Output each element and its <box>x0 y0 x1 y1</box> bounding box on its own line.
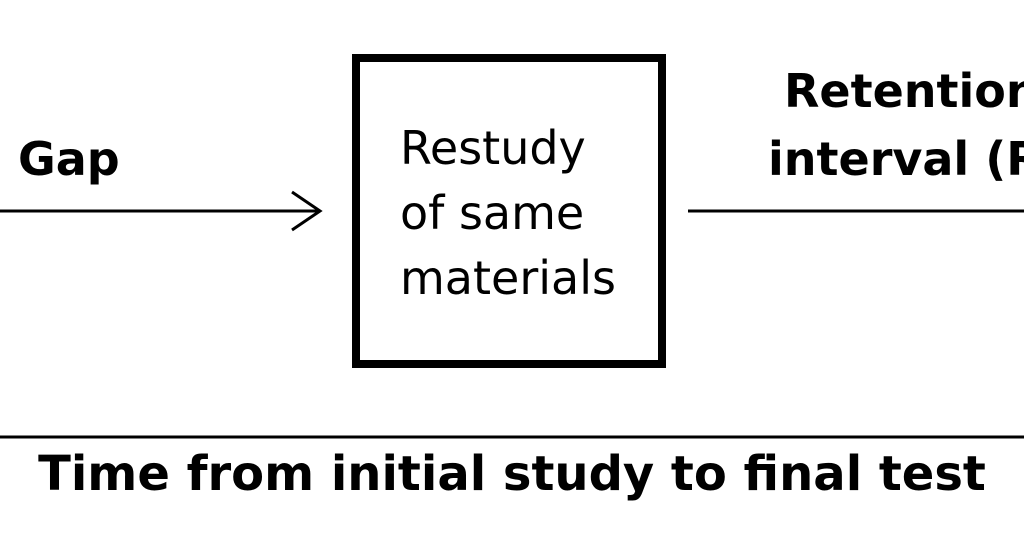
retention-label-line-1: Retention <box>784 64 1024 118</box>
gap-label: Gap <box>18 132 120 186</box>
timeline-caption: Time from initial study to final test <box>38 446 986 502</box>
restudy-line-1: Restudy <box>400 121 586 175</box>
restudy-line-3: materials <box>400 251 616 305</box>
restudy-box-text: Restudy of same materials <box>400 116 616 311</box>
retention-label-line-2: interval (R <box>768 132 1024 186</box>
gap-arrow-head <box>291 190 323 232</box>
restudy-box: Restudy of same materials <box>352 54 666 368</box>
restudy-line-2: of same <box>400 186 585 240</box>
